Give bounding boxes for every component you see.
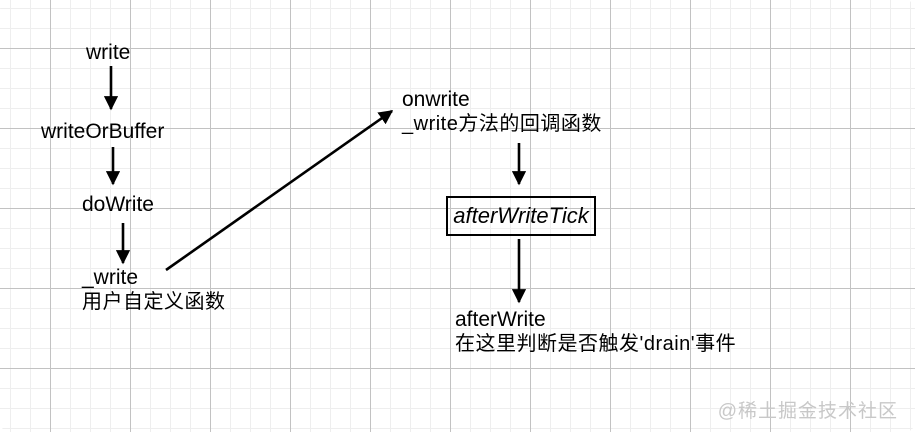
node-dowrite: doWrite: [82, 193, 154, 216]
node-afterwrite-note: 在这里判断是否触发'drain'事件: [455, 333, 737, 355]
node-onwrite-note: _write方法的回调函数: [402, 113, 602, 135]
node-onwrite: onwrite _write方法的回调函数: [402, 87, 602, 137]
node-write-impl: _write 用户自定义函数: [82, 265, 226, 315]
node-write: write: [86, 41, 131, 64]
node-onwrite-label: onwrite: [402, 88, 470, 111]
node-afterwritetick-box: afterWriteTick: [446, 196, 596, 236]
node-afterwrite-label: afterWrite: [455, 308, 546, 331]
node-write-impl-label: _write: [82, 266, 139, 289]
node-afterwritetick-label: afterWriteTick: [453, 203, 589, 228]
node-writeorbuffer: writeOrBuffer: [41, 120, 165, 143]
arrow-write-impl-to-onwrite: [165, 109, 394, 272]
watermark: @稀土掘金技术社区: [717, 401, 898, 422]
node-afterwrite: afterWrite 在这里判断是否触发'drain'事件: [455, 307, 736, 357]
node-write-impl-note: 用户自定义函数: [82, 291, 226, 313]
